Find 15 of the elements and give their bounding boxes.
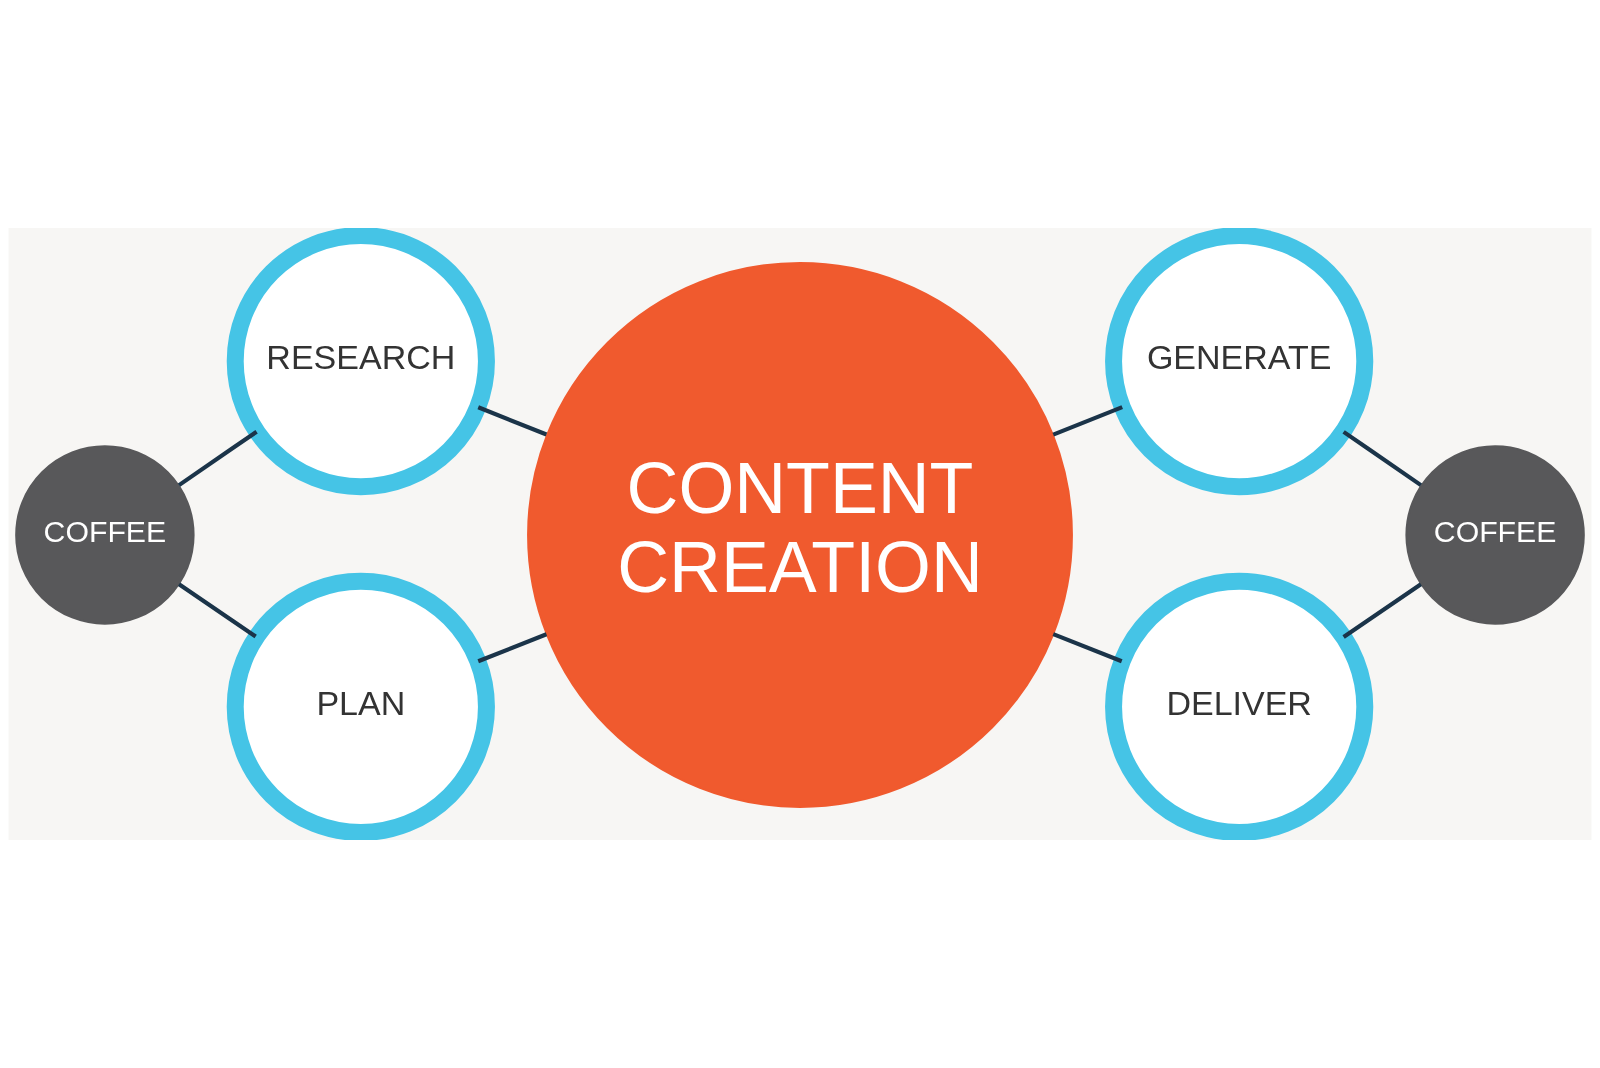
node-circle: DELIVER (1105, 572, 1374, 840)
connector (477, 405, 548, 437)
connector (177, 430, 258, 487)
node-circle: COFFEE (1405, 445, 1585, 625)
node-circle: CONTENT CREATION (527, 262, 1073, 808)
connector (477, 632, 548, 664)
connector (1342, 430, 1423, 487)
node-circle: RESEARCH (226, 228, 495, 496)
node-circle: COFFEE (15, 445, 195, 625)
connector (1342, 582, 1423, 639)
connector (177, 582, 257, 639)
connector (1052, 405, 1123, 437)
node-circle: GENERATE (1105, 228, 1374, 496)
node-circle: PLAN (226, 572, 495, 840)
connector (1052, 632, 1123, 664)
